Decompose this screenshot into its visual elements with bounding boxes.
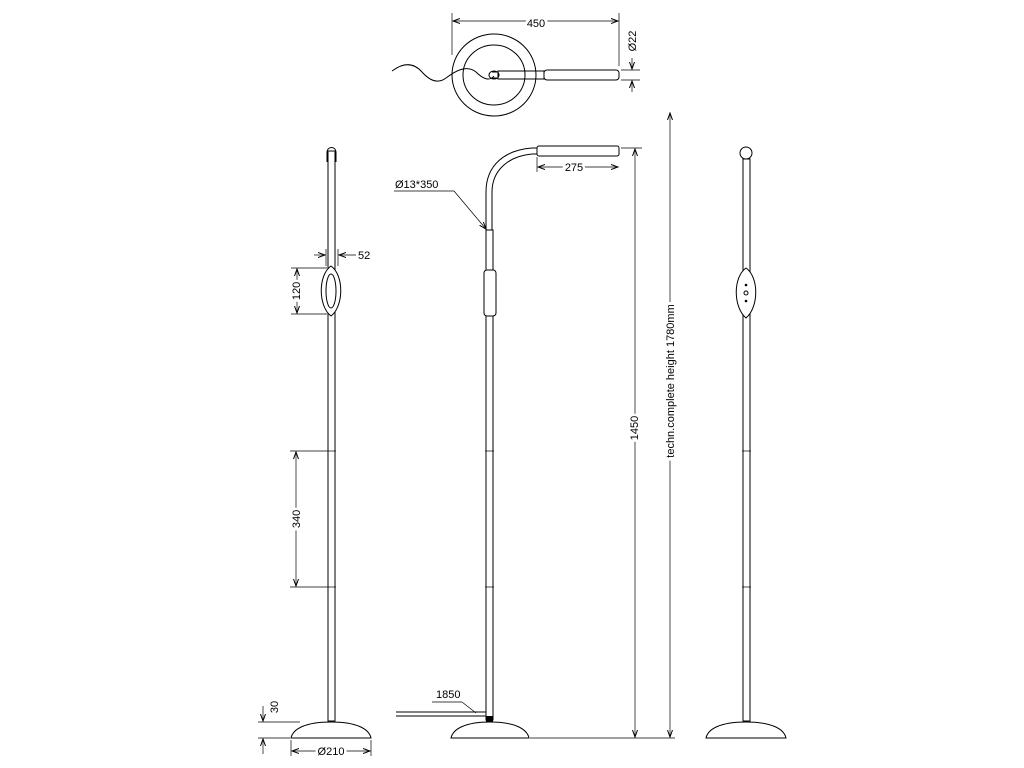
front-pole [327,150,336,722]
dim-d210-label: Ø210 [318,746,345,758]
dim-1850-leader [461,701,477,714]
top-pole-cap [488,70,500,80]
top-cable [391,64,495,82]
back-switch-dot-2 [743,290,749,296]
side-base [450,721,530,739]
back-switch-dot-1 [744,283,748,287]
dim-d22-label: Ø22 [627,31,639,52]
back-pole [742,158,751,722]
side-switch [483,269,497,317]
dim-30-label: 30 [269,701,281,713]
dim-120-label: 120 [291,282,303,300]
front-switch-body [320,265,342,317]
back-switch-dot-3 [744,299,748,303]
base-outer-circle [451,33,537,117]
side-gooseneck [485,147,538,231]
dim-gooseneck-label: Ø13*350 [395,179,438,191]
dim-gooseneck-leader [453,190,486,229]
front-pole-hook [326,147,337,162]
side-view: Ø13*350 275 1850 1450 techn.complete hei… [394,113,680,739]
base-inner-circle [462,44,526,106]
dim-1850-label: 1850 [436,689,460,701]
dim-52-label: 52 [358,250,370,262]
front-switch-button [325,273,337,309]
dim-total-label: techn.complete height 1780mm [665,304,677,457]
dim-450-label: 450 [527,18,545,30]
front-base [290,721,372,739]
side-base-foot [486,716,493,722]
side-lamp-head [536,145,620,157]
dim-1450-label: 1450 [629,416,641,440]
dim-340-label: 340 [291,510,303,528]
back-view [705,146,787,739]
side-cable [396,711,486,717]
top-arm-neck [497,70,545,80]
side-gooseneck-inner [491,153,538,231]
front-view: 52 120 340 30 Ø210 [258,147,372,761]
back-base [705,721,787,739]
back-switch-body [735,267,757,319]
dim-275-label: 275 [565,162,583,174]
top-arm-head [543,69,620,81]
back-lamp-head [739,146,753,160]
top-view: 450 Ø22 [391,13,640,117]
